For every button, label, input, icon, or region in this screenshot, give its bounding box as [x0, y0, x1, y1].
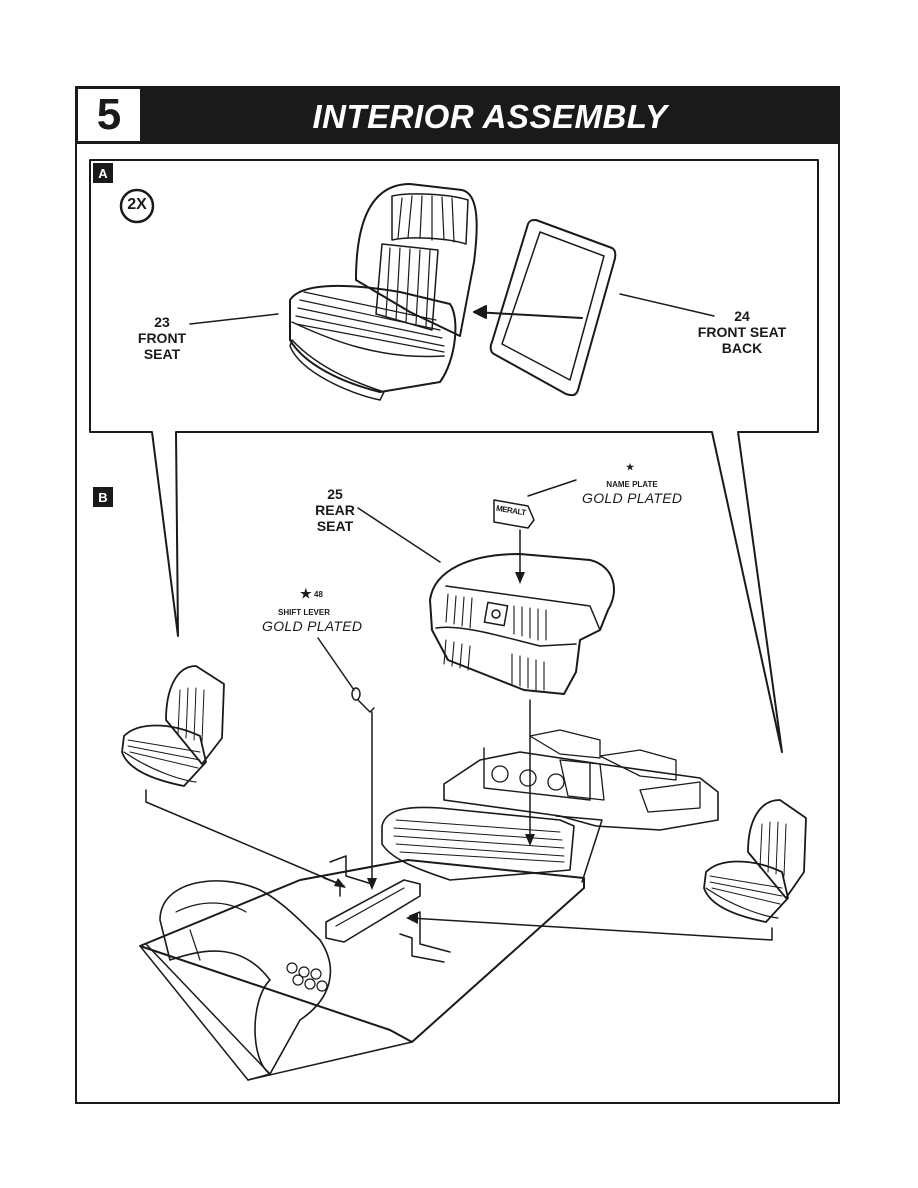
rear-seat-illustration [429, 553, 615, 695]
star-icon: ★ [625, 462, 635, 472]
part-24-line2: BACK [721, 340, 763, 356]
shift-lever-label: SHIFT LEVER [277, 608, 330, 617]
front-seat-illustration [289, 183, 478, 401]
part-24-label: 24 FRONT SEAT BACK [690, 308, 794, 356]
right-seat-pleats [709, 821, 787, 905]
part-25-label: 25 REAR SEAT [300, 486, 370, 534]
part-23-line1: FRONT [137, 330, 187, 346]
part-25-number: 25 [327, 486, 343, 502]
page-title: INTERIOR ASSEMBLY [312, 98, 668, 135]
panel-b-tag: B [93, 487, 113, 507]
step-number: 5 [78, 89, 140, 141]
floor-cushion-pleats [393, 819, 565, 863]
panel-a-tag: A [93, 163, 113, 183]
right-front-seat-illustration [703, 799, 807, 923]
header-bar [75, 86, 840, 144]
left-front-seat-illustration [121, 665, 225, 787]
floor-pan-illustration [139, 729, 719, 1081]
left-seat-pleats [127, 687, 205, 769]
name-plate-label: NAME PLATE [606, 480, 658, 489]
front-seat-pleats [295, 195, 455, 353]
small-parts [286, 962, 328, 992]
multiplier-badge-icon [119, 188, 155, 224]
name-plate-finish: GOLD PLATED [582, 490, 683, 506]
part-25-line1: REAR [315, 502, 355, 518]
name-plate-part [493, 499, 535, 529]
rear-seat-pleats [443, 593, 547, 691]
shift-lever-number: 48 [314, 590, 323, 599]
front-seat-back-panel [489, 219, 617, 397]
part-23-line2: SEAT [143, 346, 181, 362]
star-icon: ★ [300, 586, 312, 601]
shift-lever-finish: GOLD PLATED [262, 618, 363, 634]
panel-a-outline [89, 159, 819, 753]
shift-lever-part [351, 687, 375, 713]
assembly-leaders [145, 479, 773, 941]
part-24-number: 24 [734, 308, 750, 324]
part-23-number: 23 [154, 314, 170, 330]
part-24-line1: FRONT SEAT [697, 324, 787, 340]
part-25-line2: SEAT [316, 518, 354, 534]
multiplier-label: 2X [127, 196, 147, 213]
arrowheads [334, 572, 535, 924]
part-23-label: 23 FRONT SEAT [130, 314, 194, 362]
